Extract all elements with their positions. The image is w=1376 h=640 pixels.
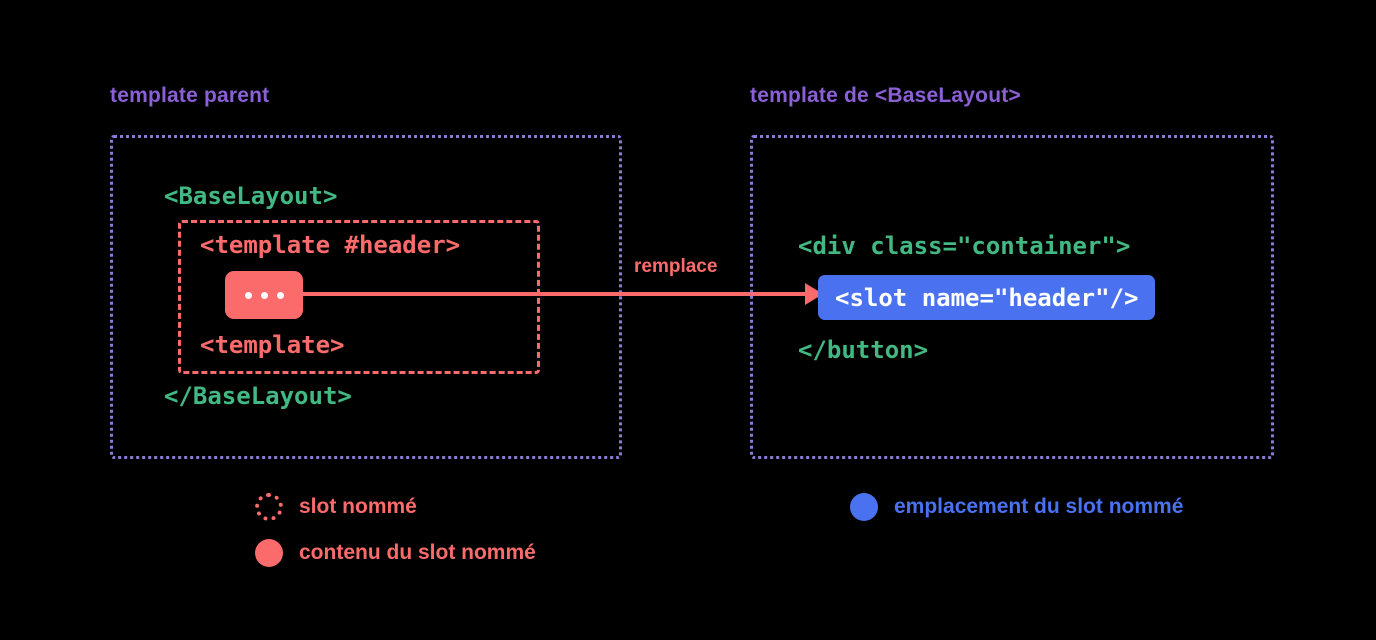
legend-label-named-slot-outlet: emplacement du slot nommé — [894, 495, 1184, 518]
named-slot-dashed-region — [178, 220, 540, 374]
named-slot-content-chip — [225, 271, 303, 319]
code-line-baselayout-close: </BaseLayout> — [164, 382, 352, 410]
panel-title-parent-template: template parent — [110, 84, 270, 107]
panel-baselayout-template — [750, 135, 1274, 459]
replace-arrow-label: remplace — [630, 256, 722, 278]
legend-label-named-slot-content: contenu du slot nommé — [299, 541, 536, 564]
dotted-circle-icon — [255, 493, 283, 521]
ellipsis-dot-icon — [244, 291, 252, 299]
named-slot-outlet-chip: <slot name="header"/> — [818, 275, 1156, 320]
legend-item-named-slot-content: contenu du slot nommé — [255, 539, 536, 567]
legend-item-named-slot: slot nommé — [255, 493, 417, 521]
filled-circle-icon — [850, 493, 878, 521]
legend-item-named-slot-outlet: emplacement du slot nommé — [850, 493, 1183, 521]
slot-outlet-code-text: <slot name="header"/> — [835, 283, 1139, 312]
filled-circle-icon — [255, 539, 283, 567]
ellipsis-dot-icon — [276, 291, 284, 299]
ellipsis-dot-icon — [260, 291, 268, 299]
code-line-baselayout-open: <BaseLayout> — [164, 182, 338, 210]
panel-title-baselayout-template: template de <BaseLayout> — [750, 84, 1021, 107]
code-line-button-close: </button> — [798, 336, 929, 364]
code-line-template-header-open: <template #header> — [200, 231, 461, 259]
legend-label-named-slot: slot nommé — [299, 495, 417, 518]
replace-arrow-line — [301, 292, 814, 296]
code-line-template-close: <template> — [200, 331, 345, 359]
code-line-div-container-open: <div class="container"> — [798, 232, 1131, 260]
panel-parent-template — [110, 135, 622, 459]
